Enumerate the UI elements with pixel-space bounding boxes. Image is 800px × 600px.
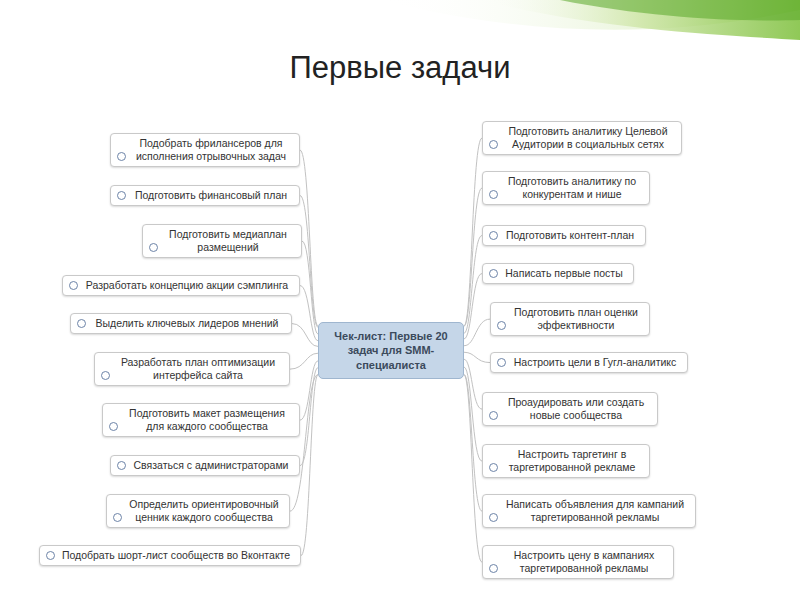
- radio-icon: [489, 269, 498, 278]
- branch-line: [292, 324, 318, 347]
- task-box: Подготовить план оценки эффективности: [490, 302, 650, 336]
- radio-icon: [497, 321, 506, 330]
- radio-icon: [117, 152, 126, 161]
- node-text: Подготовить макет размещения для каждого…: [123, 407, 291, 433]
- branch-line: [464, 274, 482, 339]
- radio-icon: [497, 358, 506, 367]
- task-box: Подобрать шорт-лист сообществ во Вконтак…: [39, 545, 301, 566]
- task-box: Написать первые посты: [482, 263, 634, 284]
- radio-icon: [69, 281, 78, 290]
- radio-icon: [117, 461, 126, 470]
- branch-line: [464, 319, 490, 346]
- node-text: Подготовить аналитику Целевой Аудитории …: [503, 125, 673, 151]
- radio-icon: [101, 371, 110, 380]
- branch-line: [300, 361, 318, 420]
- task-box: Определить ориентировочный ценник каждог…: [106, 494, 290, 528]
- radio-icon: [46, 551, 55, 560]
- node-text: Написать первые посты: [503, 267, 625, 280]
- node-text: Чек-лист: Первые 20 задач для SMM-специа…: [327, 329, 455, 372]
- node-text: Подобрать фрилансеров для исполнения отр…: [131, 137, 291, 163]
- branch-line: [300, 286, 318, 341]
- radio-icon: [489, 564, 498, 573]
- task-box: Подготовить финансовый план: [110, 185, 300, 206]
- radio-icon: [113, 513, 122, 522]
- task-box: Настроить цену в кампаниях таргетированн…: [482, 545, 674, 579]
- node-text: Подготовить медиаплан размещений: [163, 228, 293, 254]
- node-text: Подготовить финансовый план: [131, 189, 291, 202]
- task-box: Подготовить контент-план: [482, 225, 646, 246]
- central-node: Чек-лист: Первые 20 задач для SMM-специа…: [318, 322, 464, 379]
- task-box: Подготовить аналитику Целевой Аудитории …: [482, 121, 682, 155]
- radio-icon: [117, 191, 126, 200]
- branch-line: [464, 352, 490, 362]
- node-text: Подготовить контент-план: [503, 229, 637, 242]
- radio-icon: [149, 243, 158, 252]
- branch-line: [464, 138, 482, 326]
- radio-icon: [489, 140, 498, 149]
- node-text: Связаться с администраторами: [131, 459, 291, 472]
- branch-line: [464, 375, 482, 562]
- branch-line: [464, 236, 482, 334]
- branch-line: [302, 241, 318, 334]
- task-box: Выделить ключевых лидеров мнений: [70, 313, 292, 334]
- node-text: Написать объявления для кампаний таргети…: [503, 498, 687, 524]
- task-box: Проаудировать или создать новые сообщест…: [482, 392, 658, 426]
- node-text: Выделить ключевых лидеров мнений: [91, 317, 283, 330]
- node-text: Определить ориентировочный ценник каждог…: [127, 498, 281, 524]
- node-text: Настроить таргетинг в таргетированной ре…: [503, 448, 641, 474]
- radio-icon: [489, 231, 498, 240]
- radio-icon: [489, 463, 498, 472]
- branch-line: [464, 188, 482, 326]
- task-box: Подготовить макет размещения для каждого…: [102, 403, 300, 437]
- radio-icon: [109, 422, 118, 431]
- branch-line: [301, 375, 318, 556]
- radio-icon: [489, 190, 498, 199]
- node-text: Настроить цену в кампаниях таргетированн…: [503, 549, 665, 575]
- task-box: Подготовить медиаплан размещений: [142, 224, 302, 258]
- task-box: Разработать концепцию акции сэмплинга: [62, 275, 300, 296]
- branch-line: [300, 150, 318, 326]
- radio-icon: [77, 319, 86, 328]
- node-text: Разработать план оптимизации интерфейса …: [115, 356, 281, 382]
- page-title: Первые задачи: [0, 50, 800, 86]
- task-box: Подобрать фрилансеров для исполнения отр…: [110, 133, 300, 167]
- radio-icon: [489, 411, 498, 420]
- task-box: Подготовить аналитику по конкурентам и н…: [482, 171, 650, 205]
- radio-icon: [489, 513, 498, 522]
- node-text: Настроить цели в Гугл-аналитикс: [511, 356, 679, 369]
- node-text: Проаудировать или создать новые сообщест…: [503, 396, 649, 422]
- task-box: Разработать план оптимизации интерфейса …: [94, 352, 290, 386]
- task-box: Связаться с администраторами: [110, 455, 300, 476]
- node-text: Подготовить план оценки эффективности: [511, 306, 641, 332]
- node-text: Подобрать шорт-лист сообществ во Вконтак…: [60, 549, 292, 562]
- task-box: Написать объявления для кампаний таргети…: [482, 494, 696, 528]
- node-text: Подготовить аналитику по конкурентам и н…: [503, 175, 641, 201]
- task-box: Настроить таргетинг в таргетированной ре…: [482, 444, 650, 478]
- task-box: Настроить цели в Гугл-аналитикс: [490, 352, 688, 373]
- node-text: Разработать концепцию акции сэмплинга: [83, 279, 291, 292]
